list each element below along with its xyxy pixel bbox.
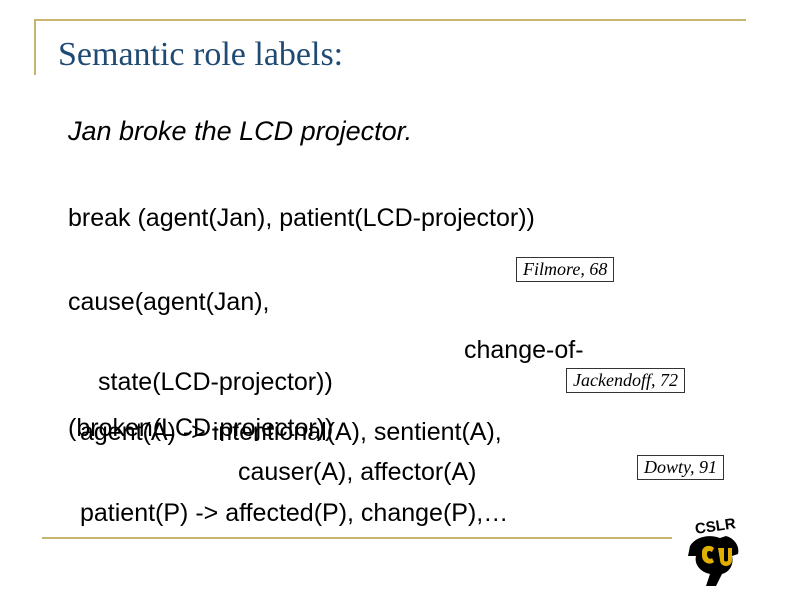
citation-jackendoff: Jackendoff, 72 (566, 368, 685, 393)
example-sentence: Jan broke the LCD projector. (68, 116, 413, 146)
causer-line: causer(A), affector(A) (238, 458, 477, 486)
cslr-logo: CSLR (688, 516, 739, 586)
logo-text: CSLR (694, 516, 737, 538)
change-of-line: change-of- (464, 336, 584, 364)
cause-line: cause(agent(Jan), (68, 288, 270, 316)
top-rule (34, 19, 746, 21)
break-representation: break (agent(Jan), patient(LCD-projector… (68, 204, 535, 232)
citation-dowty: Dowty, 91 (637, 455, 725, 480)
left-rule (34, 19, 36, 75)
broken-line: (broken(LCD-projector)) (68, 414, 334, 442)
citation-filmore: Filmore, 68 (516, 257, 615, 282)
state-line: state(LCD-projector)) (98, 368, 333, 396)
slide-title: Semantic role labels: (58, 36, 344, 73)
agent-line: agent(A) -> intentional(A), sentient(A), (80, 418, 502, 446)
bottom-rule (42, 537, 672, 539)
patient-line: patient(P) -> affected(P), change(P),… (80, 499, 509, 527)
